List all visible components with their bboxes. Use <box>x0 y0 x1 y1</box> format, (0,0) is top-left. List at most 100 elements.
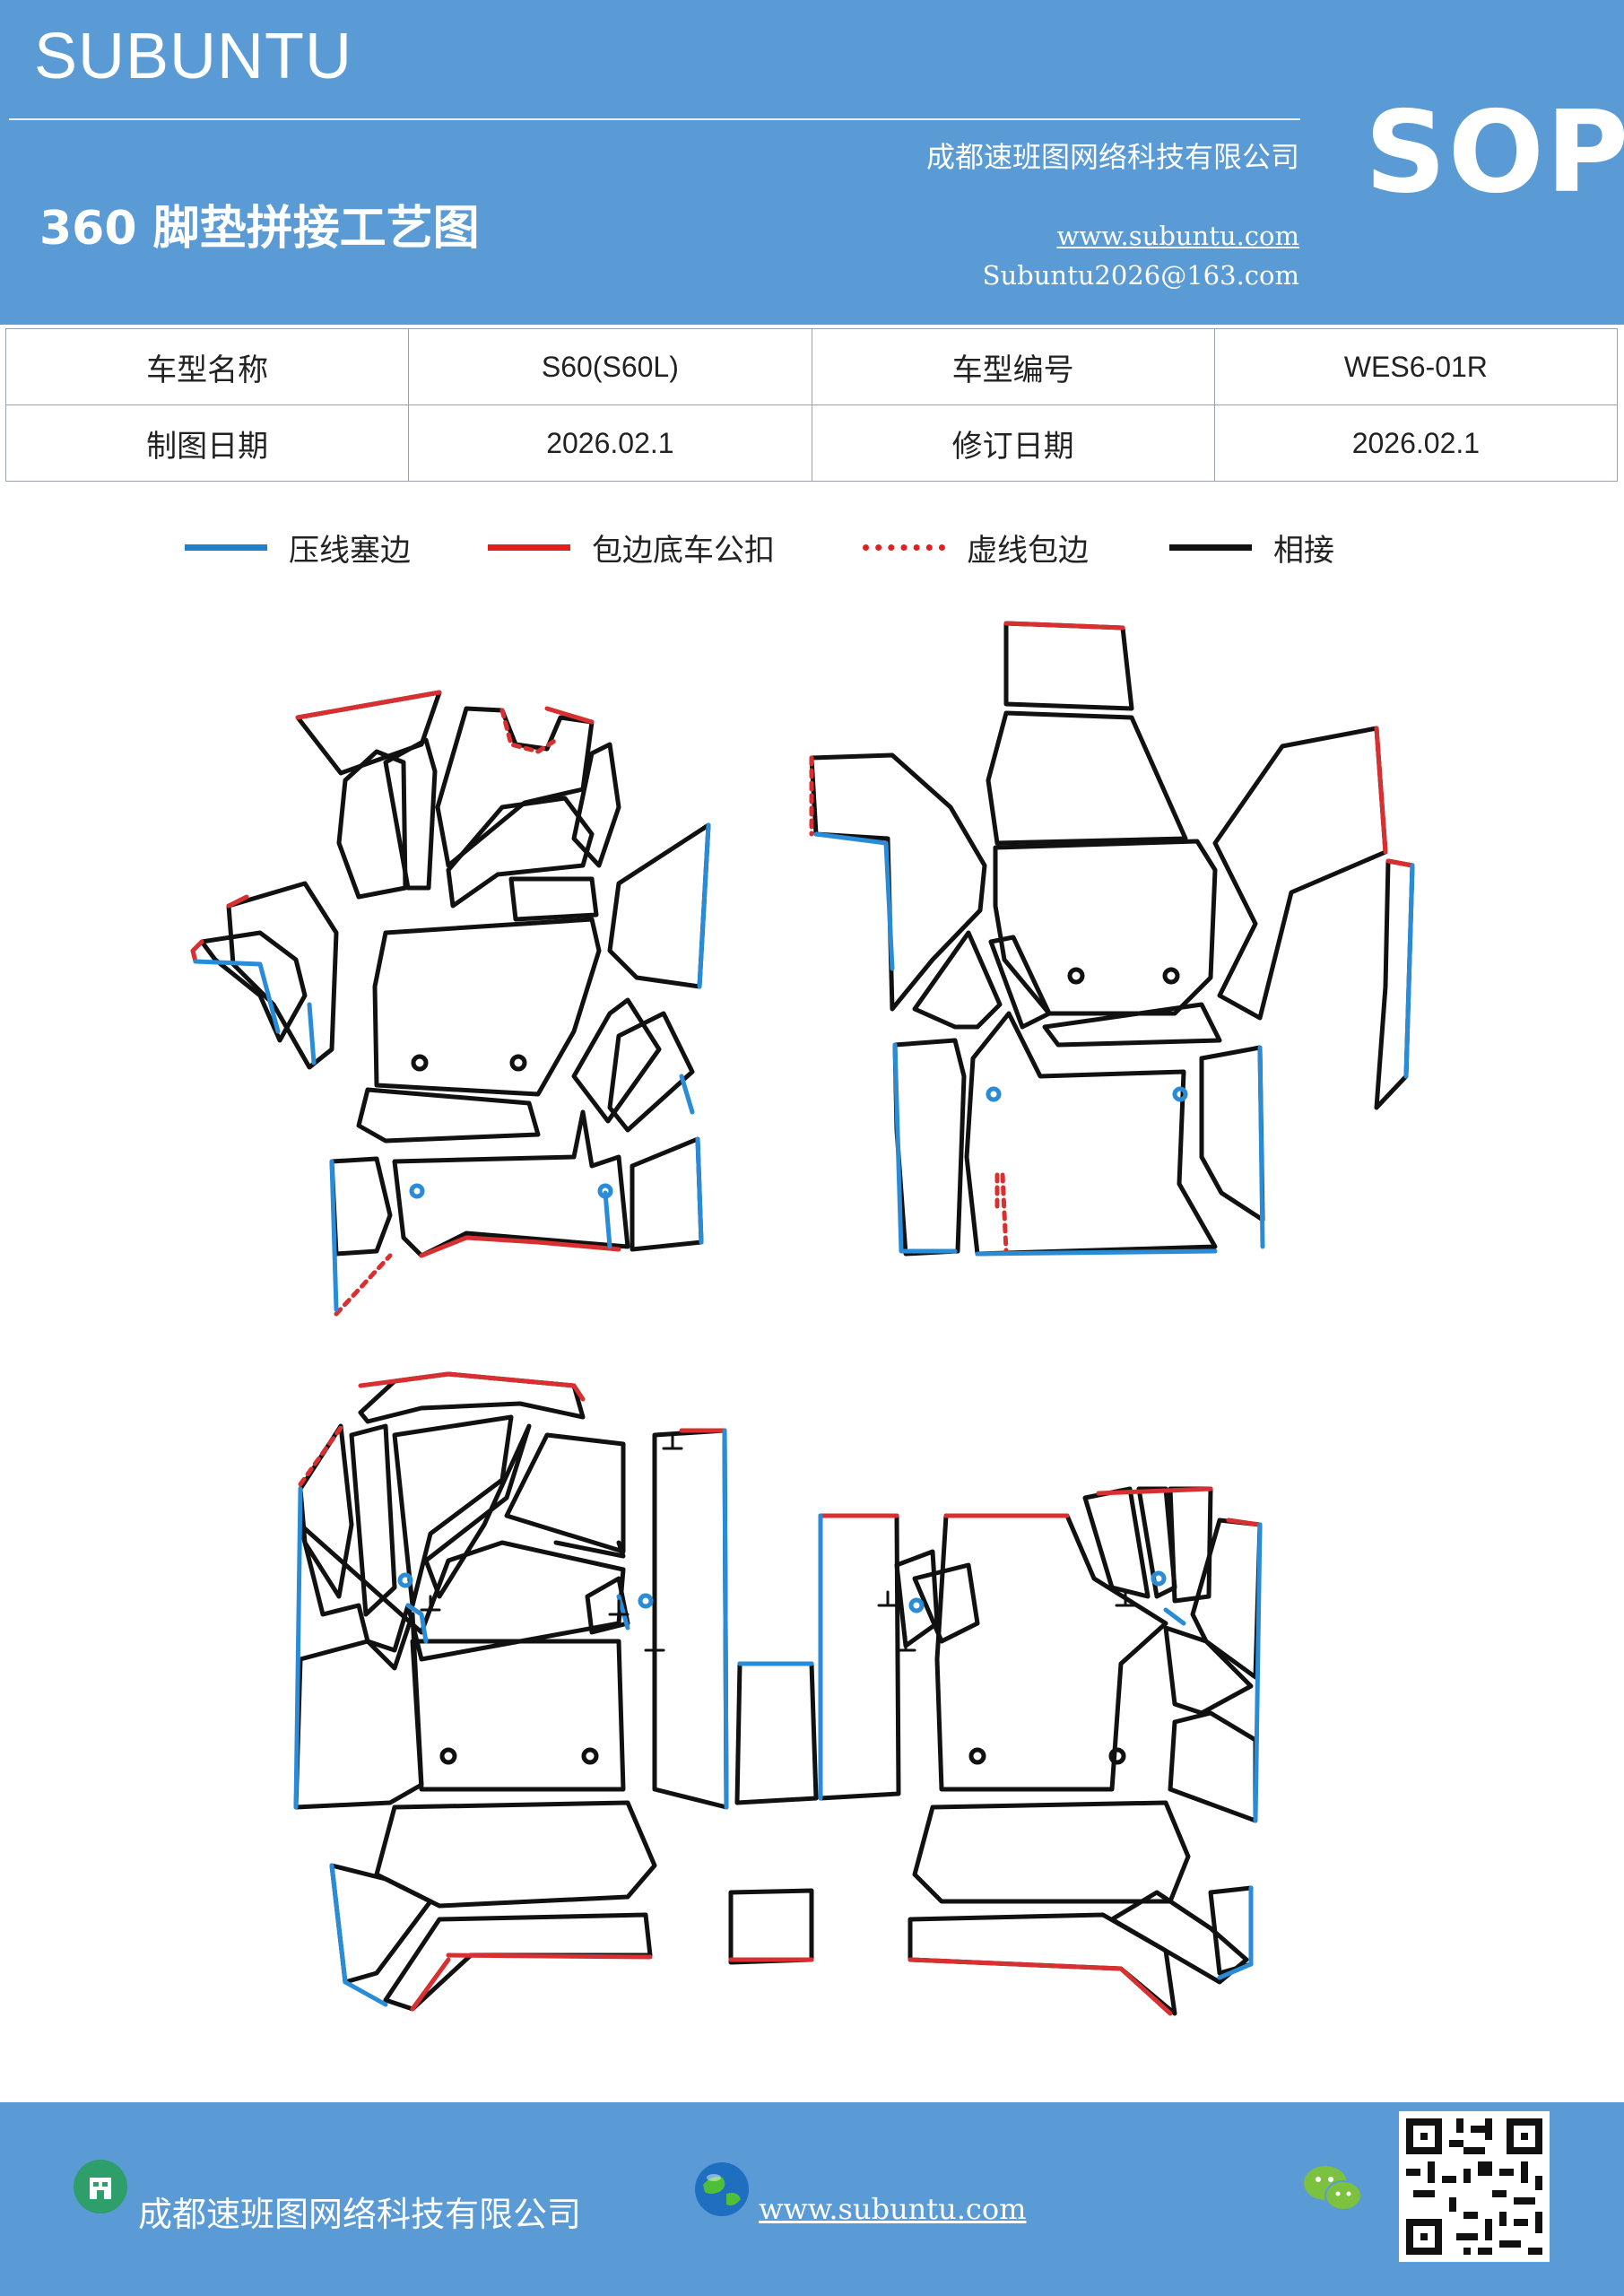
red-edge <box>1003 621 1125 631</box>
mat-piece <box>912 1562 980 1644</box>
mat-piece <box>356 1087 541 1144</box>
mat-piece <box>988 935 1052 1030</box>
mounting-hole <box>1151 1570 1167 1587</box>
sop-badge: SOP <box>1365 86 1624 218</box>
orientation-mark <box>662 1433 683 1450</box>
red-edge <box>410 1957 451 2012</box>
blue-edge <box>329 1863 388 2007</box>
blue-edge <box>722 1428 729 1810</box>
mat-piece <box>372 917 602 1097</box>
blue-edge <box>307 1002 317 1065</box>
blue-edge <box>1163 1607 1186 1626</box>
blue-edge <box>616 1594 630 1631</box>
mat-piece <box>329 1156 393 1257</box>
mat-piece <box>964 1011 1218 1257</box>
mat-piece <box>349 1423 397 1617</box>
wechat-icon <box>1304 2166 1362 2211</box>
mat-piece <box>226 881 339 1070</box>
mat-piece <box>374 1800 657 1909</box>
mat-piece <box>293 1612 424 1810</box>
blue-edge <box>329 1159 339 1312</box>
blue-edge <box>405 1603 429 1644</box>
red-dotted-edge <box>499 708 559 754</box>
orientation-mark <box>644 1635 665 1652</box>
red-edge <box>1226 1518 1263 1527</box>
mat-piece <box>652 1428 729 1810</box>
mat-piece <box>446 796 595 909</box>
mat-piece <box>607 822 711 989</box>
mat-piece <box>508 876 599 922</box>
model-name-value: S60(S60L) <box>408 328 812 405</box>
mounting-hole <box>968 1747 986 1765</box>
mounting-hole <box>1108 1747 1126 1765</box>
mat-piece <box>423 1423 532 1599</box>
orientation-mark <box>608 1599 630 1616</box>
website-link[interactable]: www.subuntu.com <box>1056 221 1299 251</box>
blue-edge <box>697 822 711 989</box>
orientation-mark <box>1115 1590 1136 1607</box>
rear-right-mat-group <box>818 1486 1263 2016</box>
legend-label: 包边底车公扣 <box>592 532 775 569</box>
legend-label: 相接 <box>1273 532 1334 569</box>
document-title: 360 脚垫拼接工艺图 <box>39 202 480 256</box>
qr-code[interactable] <box>1399 2111 1550 2262</box>
red-edge <box>295 690 442 720</box>
legend-item-black: 相接 <box>1169 520 1334 574</box>
mat-piece <box>630 1136 704 1252</box>
mounting-hole <box>638 1593 654 1609</box>
table-row: 车型名称 S60(S60L) 车型编号 WES6-01R <box>4 328 1619 405</box>
footer-company-name: 成都速班图网络科技有限公司 <box>138 2195 582 2234</box>
mat-piece <box>934 1513 1168 1792</box>
mat-piece <box>986 710 1188 846</box>
legend-label: 压线塞边 <box>289 532 411 569</box>
mounting-hole <box>439 1747 457 1765</box>
page-footer: 成都速班图网络科技有限公司 www.subuntu.com <box>0 2102 1624 2296</box>
blue-edge <box>975 1248 1218 1257</box>
mat-splicing-diagram <box>190 621 1415 2016</box>
blue-edge <box>1253 1522 1263 1823</box>
mat-piece <box>553 1540 626 1559</box>
mat-piece <box>607 1011 695 1133</box>
mat-piece <box>728 1888 814 1965</box>
mat-piece <box>1163 1625 1254 1716</box>
orientation-mark <box>877 1590 899 1607</box>
mat-piece <box>818 1513 901 1801</box>
mat-piece <box>410 1639 626 1792</box>
mounting-hole <box>509 1054 527 1072</box>
brand-logo-text: SUBUNTU <box>34 21 353 92</box>
mounting-hole <box>1172 1086 1188 1102</box>
legend-item-red: 包边底车公扣 <box>488 520 775 574</box>
mounting-hole <box>1162 967 1180 985</box>
blue-edge <box>603 1190 612 1249</box>
legend-swatch-red-dotted <box>863 544 945 551</box>
red-dotted-edge <box>334 1253 393 1317</box>
blue-edge <box>293 1486 303 1810</box>
legend-swatch-red <box>488 544 570 551</box>
red-edge <box>446 1952 653 1960</box>
mat-piece <box>734 1661 819 1805</box>
legend-label: 虚线包边 <box>967 532 1089 569</box>
red-edge <box>1096 1486 1213 1496</box>
footer-website-link[interactable]: www.subuntu.com <box>759 2192 1027 2226</box>
red-dotted-edge <box>1000 1172 1009 1254</box>
mat-piece <box>1168 1486 1213 1604</box>
blue-edge <box>1403 863 1415 1079</box>
header-divider <box>9 118 1300 120</box>
page-header: SUBUNTU 360 脚垫拼接工艺图 成都速班图网络科技有限公司 www.su… <box>0 0 1624 325</box>
mounting-hole <box>581 1747 599 1765</box>
red-edge <box>226 894 249 909</box>
mat-piece <box>1042 1002 1222 1048</box>
revise-date-value: 2026.02.1 <box>1213 404 1619 482</box>
front-left-mat-group <box>190 690 711 1317</box>
mat-piece <box>1168 1710 1258 1823</box>
legend-item-red-dotted: 虚线包边 <box>863 520 1089 574</box>
mat-piece <box>571 997 662 1124</box>
building-icon <box>74 2160 127 2213</box>
mat-piece <box>1199 1045 1265 1222</box>
front-right-mat-group <box>809 621 1415 1257</box>
red-edge <box>1385 858 1415 868</box>
mat-piece <box>912 1800 1191 1904</box>
mounting-hole <box>908 1597 925 1613</box>
orientation-mark <box>895 1635 916 1652</box>
mat-piece <box>809 752 987 1012</box>
